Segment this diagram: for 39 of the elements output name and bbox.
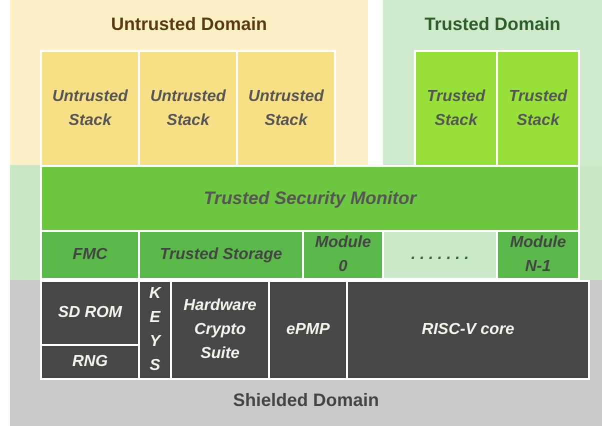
component-label: . . . . . . . — [411, 245, 469, 265]
component-label: Trusted Storage — [160, 245, 282, 265]
component-box — [40, 50, 140, 167]
component-label: Untrusted Stack — [247, 86, 325, 130]
domain-region — [10, 0, 368, 165]
domain-title: Trusted Domain — [423, 14, 562, 35]
component-label: KEYS — [148, 284, 162, 376]
component-label: Untrusted Stack — [149, 86, 227, 130]
component-box — [346, 280, 590, 380]
component-box — [268, 280, 348, 380]
component-box — [236, 50, 336, 167]
component-box — [138, 50, 238, 167]
domain-title: Shielded Domain — [232, 390, 380, 411]
component-label: SD ROM — [58, 303, 122, 323]
component-box — [40, 165, 580, 232]
domain-region — [383, 0, 602, 165]
component-box — [138, 280, 172, 380]
component-label: RNG — [72, 352, 108, 372]
component-box — [40, 344, 140, 380]
component-label: Module 0 — [314, 233, 372, 277]
component-box — [138, 230, 304, 280]
component-label: Module N-1 — [509, 233, 567, 277]
component-label: Untrusted Stack — [51, 86, 129, 130]
component-label: Trusted Stack — [508, 86, 568, 130]
component-label: FMC — [72, 245, 108, 265]
component-label: ePMP — [286, 320, 330, 340]
component-label: Trusted Security Monitor — [204, 187, 416, 210]
component-box — [170, 280, 270, 380]
component-box — [40, 280, 140, 346]
component-box — [302, 230, 384, 280]
component-label: RISC-V core — [422, 320, 514, 340]
component-label: Trusted Stack — [426, 86, 486, 130]
component-label: Hardware Crypto Suite — [182, 296, 258, 364]
domain-title: Untrusted Domain — [110, 14, 268, 35]
domain-region — [10, 280, 602, 426]
component-box — [40, 230, 140, 280]
component-box — [496, 50, 580, 167]
component-box — [496, 230, 580, 280]
component-box — [414, 50, 498, 167]
